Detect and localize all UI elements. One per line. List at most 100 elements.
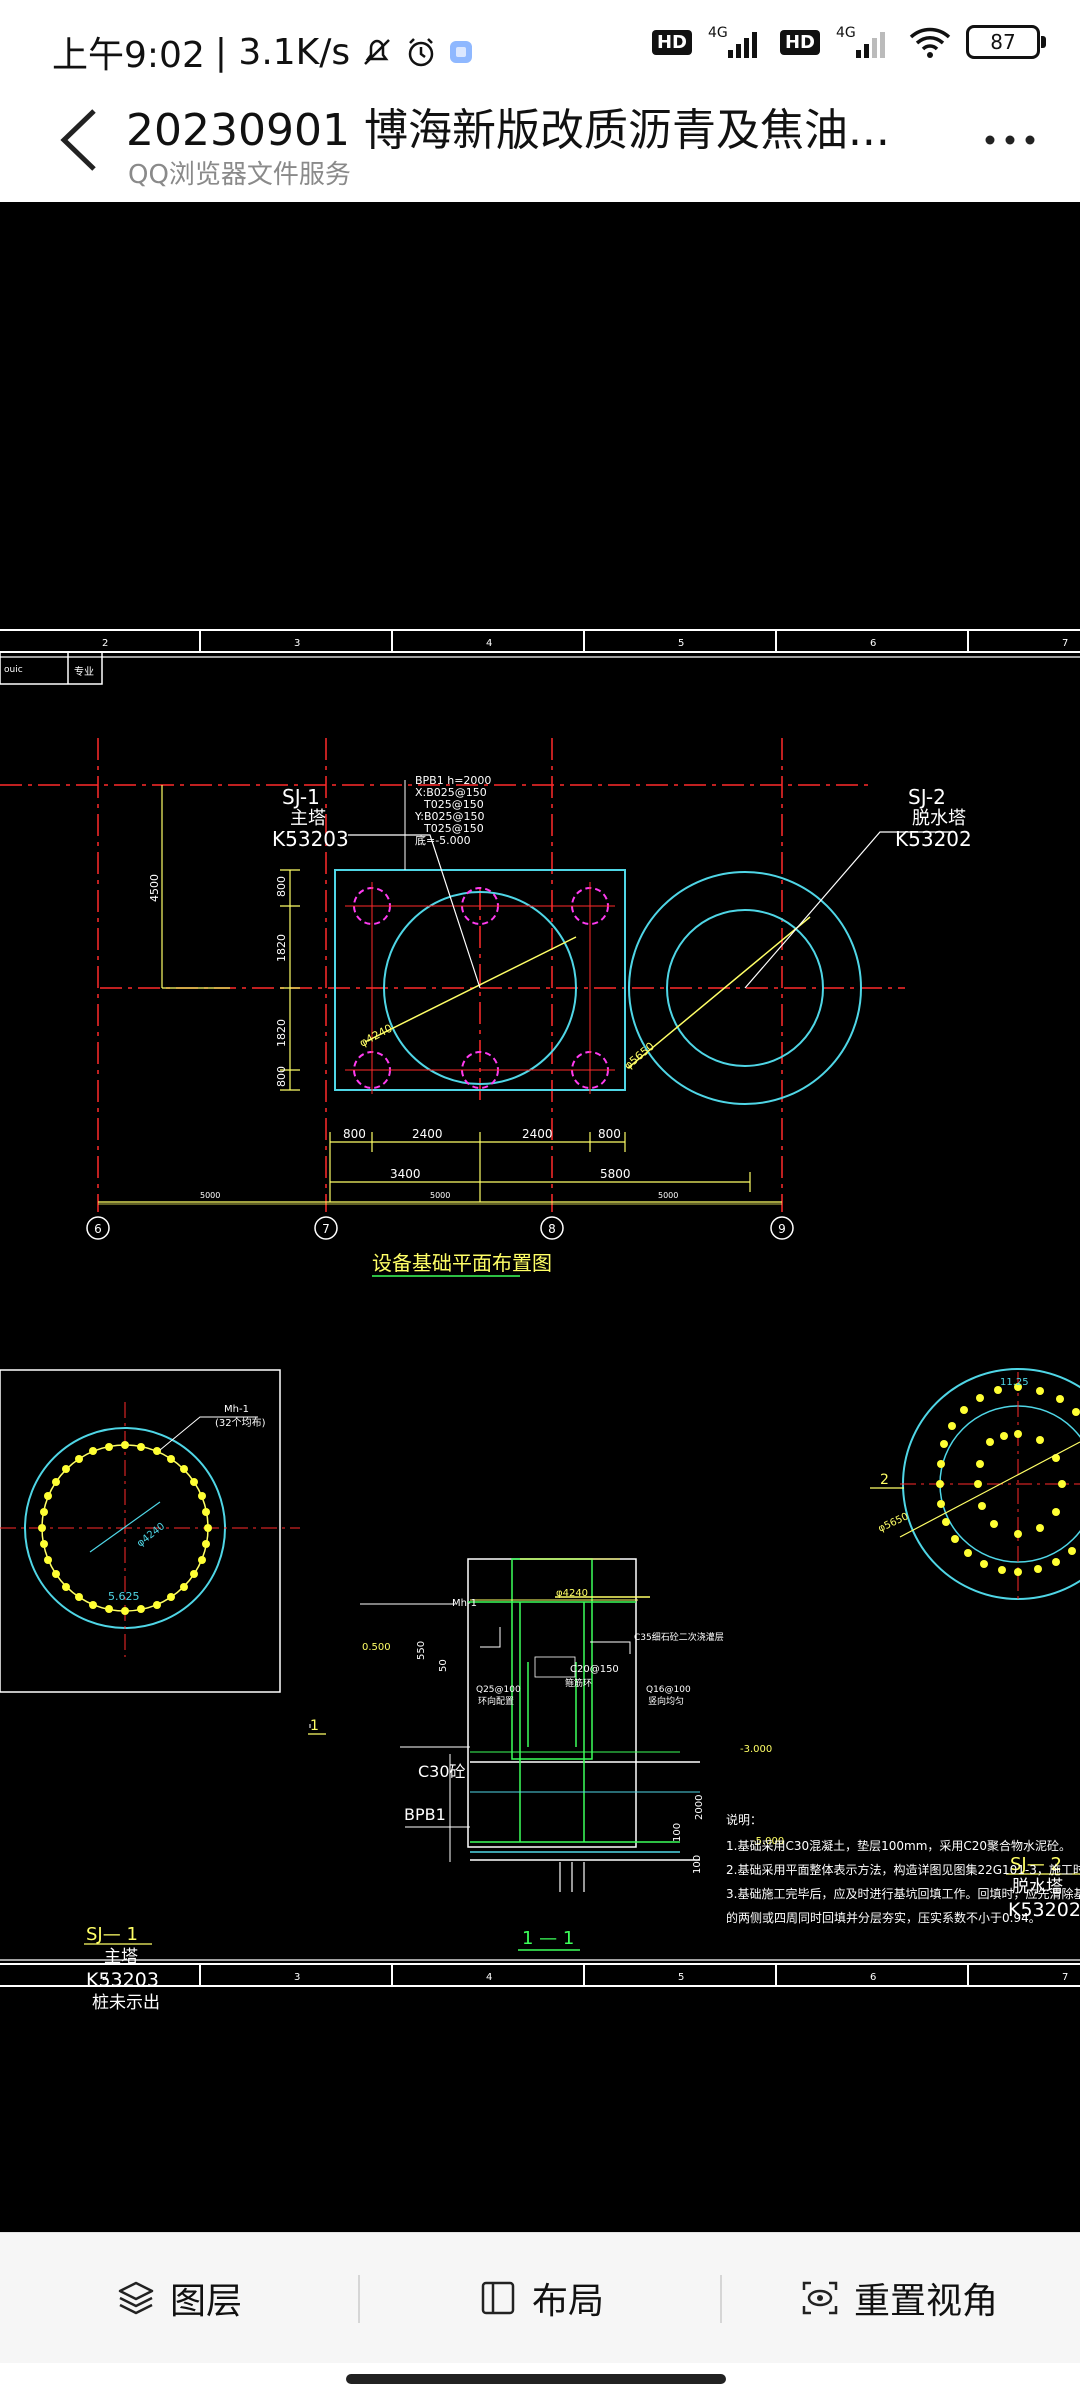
title-bar: 20230901 博海新版改质沥青及焦油... QQ浏览器文件服务 (0, 90, 1080, 202)
section-1-1-texts: Mh-1 φ4240 C35细石砼二次浇灌层 0.500 550 50 C20@… (362, 1588, 784, 1874)
equipment-labels-plan: SJ-1 主塔 K53203 SJ-2 脱水塔 K53202 (272, 785, 972, 851)
layers-icon (118, 2281, 154, 2315)
phi-4240-label: φ4240 (357, 1022, 394, 1050)
bpb-line-3: T025@150 (423, 798, 484, 811)
dim-v-800-a: 800 (275, 876, 288, 897)
status-bar: 上午9:02 | 3.1K/s HD 4G HD 4G 87 (0, 0, 1080, 90)
grid-top-6: 6 (870, 638, 876, 649)
home-indicator[interactable] (346, 2374, 726, 2384)
axis-bubble-labels: 6 7 8 9 (94, 1222, 786, 1236)
notes-line-2: 2.基础采用平面整体表示方法，构造详图见图集22G101-3，施工时应严格执 (726, 1862, 1080, 1877)
right-phi: φ5650 (877, 1511, 911, 1535)
dim-3400: 3400 (390, 1167, 421, 1181)
sec-elev-3000: -3.000 (740, 1744, 772, 1755)
notes-line-3: 3.基础施工完毕后，应及时进行基坑回填工作。回填时，应先清除基坑中 (726, 1886, 1080, 1901)
status-time: 上午9:02 (52, 35, 205, 76)
title-block-tab-b: 专业 (74, 665, 94, 678)
bpb-line-1: BPB1 h=2000 (415, 774, 491, 787)
sec-q16: Q16@100 (646, 1685, 691, 1695)
dim-5000-a: 5000 (200, 1191, 220, 1200)
layers-button[interactable]: 图层 (116, 2263, 242, 2333)
grid-top-7: 7 (1062, 638, 1068, 649)
sj1-b-code: SJ— 1 (86, 1924, 138, 1945)
grid-bottom-2: 2 (102, 1972, 108, 1983)
axis-9: 9 (778, 1222, 786, 1236)
bpb-line-2: X:B025@150 (415, 786, 487, 799)
bpb-line-6: 底=-5.000 (415, 833, 471, 847)
hd-badge-1: HD (651, 29, 692, 55)
reset-view-label: 重置视角 (854, 2281, 999, 2322)
mute-bell-icon (364, 39, 391, 65)
more-options-icon[interactable] (980, 120, 1040, 160)
sec-c20: C20@150 (570, 1664, 619, 1675)
grid-top-5: 5 (678, 638, 684, 649)
axis-bubbles (86, 1216, 794, 1240)
page-subtitle: QQ浏览器文件服务 (128, 160, 351, 190)
sj1-b-name: 主塔 (104, 1947, 138, 1967)
grid-top-3: 3 (294, 638, 300, 649)
bottom-toolbar: 图层 布局 重置视角 (0, 2232, 1080, 2363)
sj2-b-name: 脱水塔 (1012, 1877, 1063, 1897)
section-marker-1: 1 (310, 1718, 319, 1734)
sj1-tag: K53203 (272, 827, 349, 851)
battery-indicator: 87 (966, 25, 1046, 59)
dim-v-1820-b: 1820 (275, 1019, 288, 1047)
dim-5000-c: 5000 (658, 1191, 678, 1200)
sj2-pile-texts: 11.25 φ5650 (877, 1377, 1029, 1535)
bpb-line-5: T025@150 (423, 822, 484, 835)
alarm-clock-icon (408, 38, 434, 67)
cad-drawing[interactable]: 2 3 4 5 6 7 ouic 专业 (0, 202, 1080, 2232)
dim-v-800-b: 800 (275, 1066, 288, 1087)
grid-top-4: 4 (486, 638, 492, 649)
sec-phi: φ4240 (556, 1588, 588, 1599)
dimension-texts: 800 2400 2400 800 3400 5800 5000 5000 50… (200, 1127, 678, 1200)
title-block-tab (0, 651, 103, 685)
dim-800-b: 800 (598, 1127, 621, 1141)
sj1-pile-texts: 5.625 Mh-1 (32个均布) φ4240 (108, 1404, 266, 1603)
grid-labels-top: 2 3 4 5 6 7 (102, 638, 1068, 649)
signal-label-2: 4G (836, 25, 856, 41)
sj2-name: 脱水塔 (912, 808, 966, 829)
layout-button[interactable]: 布局 (478, 2263, 604, 2333)
dim-v-1820-a: 1820 (275, 934, 288, 962)
layers-label: 图层 (170, 2281, 243, 2322)
notes-line-1: 1.基础采用C30混凝土，垫层100mm，采用C20聚合物水泥砼。 (726, 1838, 1071, 1853)
sj2-code: SJ-2 (908, 785, 946, 809)
sj1-code: SJ-1 (282, 785, 320, 809)
status-net-speed: | 3.1K/s (214, 31, 351, 73)
bpb-callout: BPB1 h=2000 X:B025@150 T025@150 Y:B025@1… (414, 774, 491, 847)
section-1-1-drawing (360, 1558, 700, 1892)
reset-view-button[interactable]: 重置视角 (800, 2263, 998, 2333)
grid-labels-bottom: 2 3 4 5 6 7 (102, 1972, 1068, 1983)
sj2-b-tag: K53202 (1008, 1899, 1080, 1921)
dim-5000-b: 5000 (430, 1191, 450, 1200)
back-arrow-icon[interactable] (54, 105, 104, 175)
left-mh-note: (32个均布) (215, 1417, 266, 1429)
sec-bpb: BPB1 (404, 1805, 446, 1824)
sec-ring: 箍筋环 (565, 1677, 592, 1689)
axis-6: 6 (94, 1222, 102, 1236)
status-right: HD 4G HD 4G 87 (651, 24, 1046, 60)
axis-7: 7 (322, 1222, 330, 1236)
dimension-lines (98, 780, 782, 1205)
grid-top-2: 2 (102, 638, 108, 649)
wifi-icon (909, 27, 951, 58)
app-notification-icon (450, 41, 473, 63)
left-cap-label: 5.625 (108, 1590, 140, 1603)
dim-2400-a: 2400 (412, 1127, 443, 1141)
sj2-bottom-label: SJ— 2 脱水塔 K53202 (1008, 1854, 1080, 1921)
toolbar-separator-2 (720, 2275, 722, 2323)
sj1-name: 主塔 (290, 808, 326, 829)
section-title: 1 — 1 (522, 1928, 574, 1949)
cad-viewer-canvas[interactable]: 2 3 4 5 6 7 ouic 专业 (0, 202, 1080, 2232)
dim-5800: 5800 (600, 1167, 631, 1181)
grid-bottom-4: 4 (486, 1972, 492, 1983)
grid-bottom-7: 7 (1062, 1972, 1068, 1983)
left-mh: Mh-1 (224, 1404, 249, 1415)
sj1-foundation-plan (334, 834, 626, 1094)
axis-centerlines (0, 738, 905, 1212)
sj1-b-note: 桩未示出 (92, 1993, 160, 2013)
sj2-foundation-plan (627, 831, 955, 1105)
layout-label: 布局 (532, 2281, 605, 2322)
sheet-frame-bottom (0, 1959, 1080, 1987)
